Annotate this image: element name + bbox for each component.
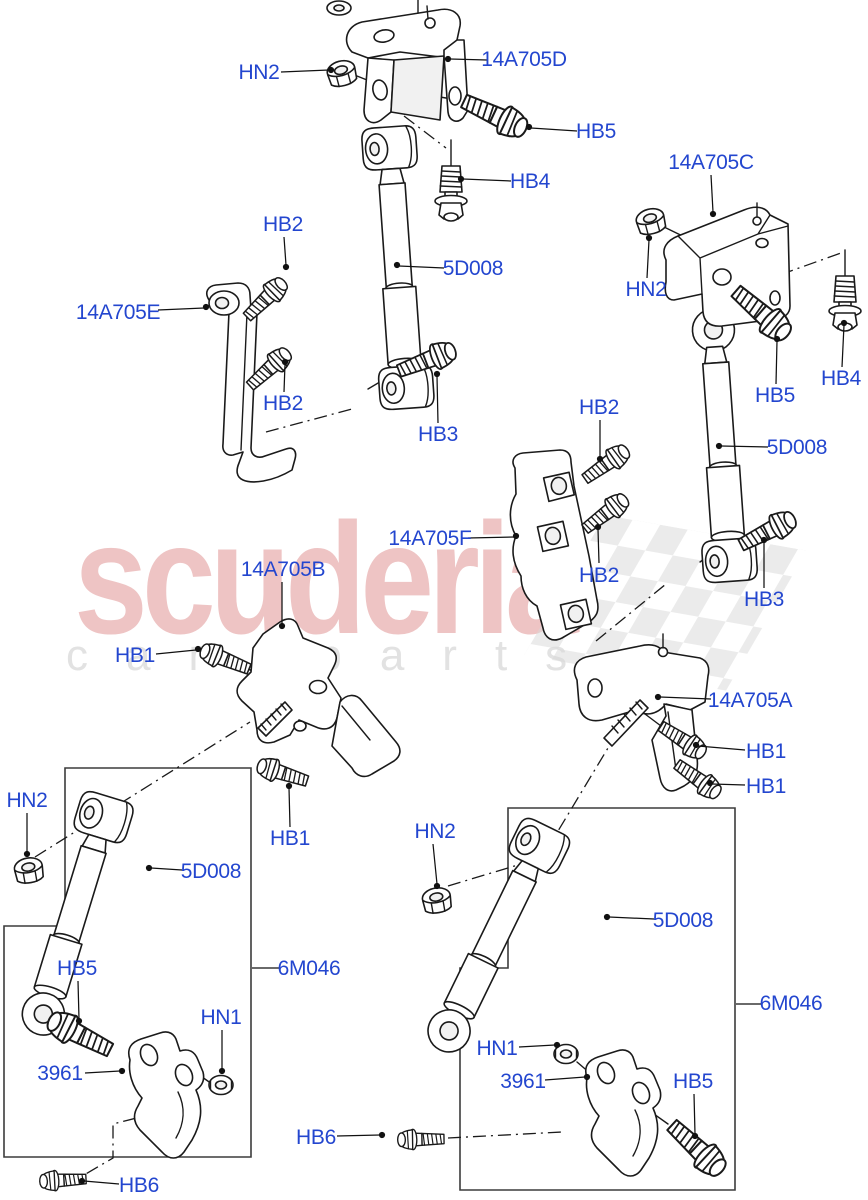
part-label-hb3[interactable]: HB3 — [418, 423, 458, 446]
nut-hn2-center — [420, 884, 454, 916]
part-label-hn2[interactable]: HN2 — [625, 278, 667, 301]
part-label-14a705b[interactable]: 14A705B — [240, 558, 326, 581]
bolt-hb4-right — [828, 249, 862, 332]
part-label-hb4[interactable]: HB4 — [821, 367, 861, 390]
bracket-14a705f — [509, 449, 599, 641]
shock-absorber-5d008-4 — [420, 814, 574, 1060]
part-label-hb1[interactable]: HB1 — [270, 827, 310, 850]
nut-hn1-box-left — [208, 1074, 234, 1096]
part-label-14a705a[interactable]: 14A705A — [707, 689, 793, 712]
leader-lines — [23, 55, 848, 1185]
part-label-hb6[interactable]: HB6 — [296, 1126, 336, 1149]
part-label-hb6[interactable]: HB6 — [119, 1174, 159, 1197]
nut-hn2-right — [633, 205, 669, 238]
part-label-3961[interactable]: 3961 — [500, 1070, 546, 1093]
shock-absorber-5d008-3 — [16, 788, 137, 1042]
watermark-brand: scuderia — [74, 491, 579, 667]
bracket-14a705c — [663, 202, 791, 327]
part-label-hb4[interactable]: HB4 — [510, 170, 550, 193]
bolt-hb5-box-left — [41, 1004, 118, 1065]
part-label-hn1[interactable]: HN1 — [200, 1006, 242, 1029]
part-label-3961[interactable]: 3961 — [37, 1062, 83, 1085]
part-label-hb5[interactable]: HB5 — [673, 1070, 713, 1093]
kit-box-right — [459, 807, 736, 1191]
part-label-hb1[interactable]: HB1 — [115, 644, 155, 667]
bracket-14a705b — [236, 618, 401, 778]
part-label-hb5[interactable]: HB5 — [755, 384, 795, 407]
bracket-14a705d — [345, 0, 469, 124]
bolt-hb1-left-1 — [195, 638, 255, 681]
part-label-hb2[interactable]: HB2 — [579, 396, 619, 419]
part-label-5d008[interactable]: 5D008 — [766, 436, 828, 459]
part-label-5d008[interactable]: 5D008 — [442, 257, 504, 280]
part-label-14a705f[interactable]: 14A705F — [388, 527, 472, 550]
bolt-hb2-right-1 — [577, 439, 635, 490]
part-label-hb5[interactable]: HB5 — [57, 957, 97, 980]
part-label-hb3[interactable]: HB3 — [744, 588, 784, 611]
bolt-hb1-left-2 — [253, 753, 312, 793]
part-label-14a705e[interactable]: 14A705E — [75, 301, 161, 324]
part-label-hb2[interactable]: HB2 — [263, 213, 303, 236]
washer-top — [326, 0, 352, 16]
bracket-3961-right — [584, 1049, 662, 1177]
part-label-hb5[interactable]: HB5 — [576, 120, 616, 143]
part-label-5d008[interactable]: 5D008 — [652, 909, 714, 932]
shock-absorber-5d008-2 — [690, 306, 759, 585]
part-label-6m046[interactable]: 6M046 — [759, 992, 823, 1015]
nut-hn2-top — [324, 57, 360, 90]
part-label-14a705d[interactable]: 14A705D — [481, 48, 567, 71]
bolt-hb6-right — [396, 1128, 445, 1151]
bracket-3961-left — [127, 1031, 205, 1159]
part-label-hn2[interactable]: HN2 — [6, 789, 48, 812]
part-label-hn2[interactable]: HN2 — [238, 61, 280, 84]
part-label-14a705c[interactable]: 14A705C — [668, 151, 754, 174]
part-label-5d008[interactable]: 5D008 — [180, 860, 242, 883]
part-label-hb1[interactable]: HB1 — [746, 775, 786, 798]
part-label-6m046[interactable]: 6M046 — [277, 957, 341, 980]
part-label-hb2[interactable]: HB2 — [579, 564, 619, 587]
part-label-hb2[interactable]: HB2 — [263, 392, 303, 415]
part-label-hn2[interactable]: HN2 — [414, 820, 456, 843]
part-label-hn1[interactable]: HN1 — [476, 1037, 518, 1060]
bolt-hb5-top — [456, 86, 534, 145]
part-label-hb1[interactable]: HB1 — [746, 740, 786, 763]
bolt-hb5-box-right — [660, 1113, 734, 1184]
nut-hn2-box-left — [12, 854, 46, 886]
